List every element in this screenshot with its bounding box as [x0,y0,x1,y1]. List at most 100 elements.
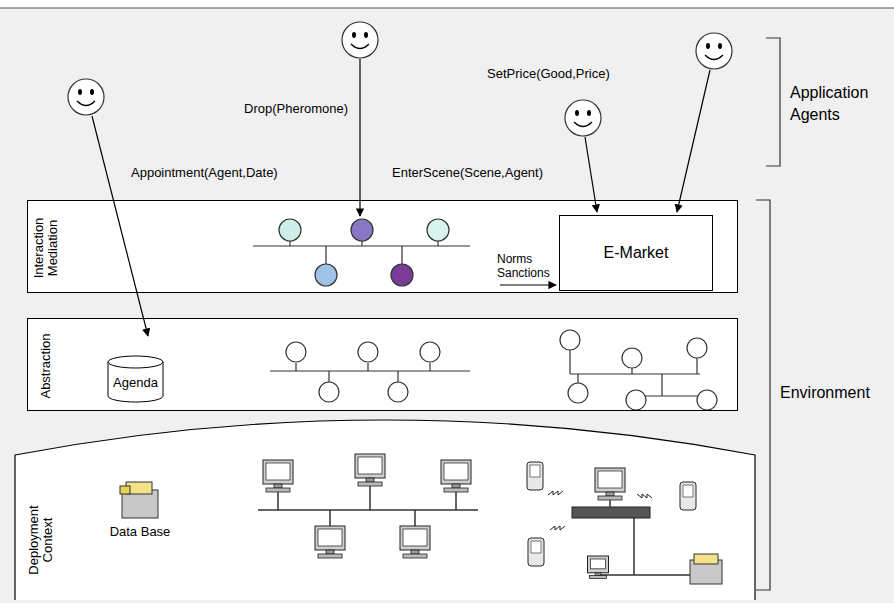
database-node: Data Base [105,478,175,544]
message-label: SetPrice(Good,Price) [487,66,610,81]
monitor [441,460,471,484]
stand [326,550,334,554]
abstraction-band: AbstractionAgenda [27,318,738,411]
deployment-arc [15,420,755,600]
ground [0,8,894,603]
smiley-mouth [705,55,723,60]
wireless-mark [637,494,652,498]
market-box: E-Market [559,215,713,291]
smiley [342,22,378,58]
monitor [355,454,385,478]
network [270,330,717,410]
smiley-face [342,22,378,58]
computer-icon [315,526,345,558]
node-text: Agenda [113,375,158,390]
smiley-face [696,33,732,69]
base [266,488,290,492]
base [403,554,427,558]
smiley [565,100,601,136]
cylinder-top [108,356,163,368]
computer-icon [441,460,471,492]
interaction-band: Interaction MediationE-Market [27,200,738,293]
smiley-eye [718,43,722,49]
computer-icon [355,454,385,486]
db-folder [694,554,718,564]
stand [595,573,601,576]
base [598,496,622,500]
pda-body [528,538,544,566]
screen [358,457,382,474]
stand [452,484,460,488]
screen [266,463,290,480]
database-icon [690,554,722,584]
norms-arrow [500,284,556,285]
pda-body [680,482,696,510]
smiley-eye [587,110,591,116]
base [318,554,342,558]
deployment-region: Deployment Context Data Base [15,410,755,600]
smiley-eye [90,89,94,95]
message-label: Appointment(Agent,Date) [131,165,278,180]
pda-screen [683,485,693,497]
pda-screen [531,541,541,553]
smiley-mouth [77,101,95,106]
switch [572,507,650,518]
pda-icon [527,462,543,490]
layer-label: Application Agents [790,82,890,126]
network-wire [258,486,690,575]
screen [598,471,622,488]
computer-icon [263,460,293,492]
band-fill [27,318,738,411]
bracket [766,38,780,166]
layer-label: Environment [780,384,870,402]
smiley [68,79,104,115]
smiley-mouth [574,122,592,127]
agenda-cylinder: Agenda [107,355,164,403]
pda-screen [530,465,540,477]
screen [318,529,342,546]
node-text: Deployment Context [26,485,56,595]
screen [403,529,427,546]
monitor [595,468,625,492]
computer-icon [588,556,609,578]
top-rule [0,8,894,9]
screen [591,559,606,569]
message-label: Drop(Pheromone) [244,101,348,116]
wireless-mark [548,491,563,495]
smiley-eye [364,32,368,38]
devices [263,454,722,584]
node-text: Abstraction [30,323,60,408]
message-label: EnterScene(Scene,Agent) [392,165,543,180]
monitor [315,526,345,550]
wireless-mark [550,526,565,530]
monitor [400,526,430,550]
stand [606,492,614,496]
smiley-eye [575,110,579,116]
smiley-eye [352,32,356,38]
bracket [756,200,770,590]
agent-arrows [92,59,710,336]
pda-icon [680,482,696,510]
db-tab [120,486,130,494]
node-text: Data Base [105,524,175,539]
base [444,488,468,492]
node-text: E-Market [604,244,669,262]
screen [444,463,468,480]
deployment-fill [15,420,755,600]
computer-icon [595,468,625,500]
smiley-face [565,100,601,136]
base [590,576,607,579]
smiley-mouth [351,44,369,49]
smiley-eye [706,43,710,49]
pda-icon [528,538,544,566]
stand [366,478,374,482]
norms-label: Norms Sanctions [497,252,555,280]
smiley-eye [78,89,82,95]
network [253,219,470,286]
smiley-face [68,79,104,115]
agents [68,22,732,136]
database-icon [118,478,162,520]
pda-body [527,462,543,490]
monitor [588,556,609,573]
smiley [696,33,732,69]
